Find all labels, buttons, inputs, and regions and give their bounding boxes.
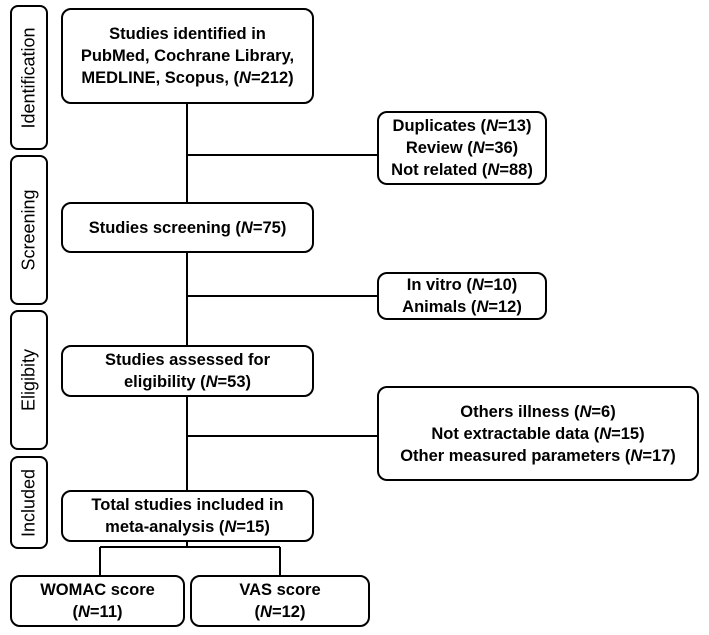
stage-screening-label: Screening: [18, 189, 39, 271]
excluded-not-related: Not related (N=88): [391, 161, 533, 179]
box-studies-eligibility: Studies assessed for eligibility (N=53): [61, 345, 314, 397]
box-studies-identified: Studies identified in PubMed, Cochrane L…: [61, 8, 314, 104]
vas-line-1: VAS score: [239, 581, 321, 599]
excluded-review: Review (N=36): [405, 139, 519, 157]
stage-screening: Screening: [10, 155, 48, 305]
excluded-duplicates: Duplicates (N=13): [392, 117, 532, 135]
excluded-not-extractable: Not extractable data (N=15): [431, 424, 645, 443]
stage-eligibility: Eligibity: [10, 310, 48, 450]
stage-eligibility-label: Eligibity: [18, 348, 39, 412]
identified-line-3: MEDLINE, Scopus, (N=212): [81, 69, 294, 87]
vas-line-2: (N=12): [254, 603, 306, 621]
eligibility-line-1: Studies assessed for: [104, 351, 271, 369]
stage-included: Included: [10, 456, 48, 549]
box-excluded-in-vitro: In vitro (N=10) Animals (N=12): [377, 272, 547, 320]
stage-included-label: Included: [18, 468, 39, 537]
box-excluded-other: Others illness (N=6) Not extractable dat…: [377, 386, 699, 481]
box-womac-score: WOMAC score (N=11): [10, 575, 185, 627]
box-studies-included: Total studies included in meta-analysis …: [61, 490, 314, 542]
excluded-others-illness: Others illness (N=6): [460, 402, 616, 421]
screening-line: Studies screening (N=75): [88, 218, 287, 237]
box-studies-screening: Studies screening (N=75): [61, 202, 314, 253]
identified-line-2: PubMed, Cochrane Library,: [80, 47, 295, 65]
excluded-in-vitro: In vitro (N=10): [406, 276, 518, 294]
identified-line-1: Studies identified in: [109, 25, 266, 43]
box-excluded-duplicates: Duplicates (N=13) Review (N=36) Not rela…: [377, 111, 547, 185]
included-line-1: Total studies included in: [91, 496, 284, 514]
womac-line-1: WOMAC score: [40, 581, 155, 599]
stage-identification-label: Identification: [18, 26, 39, 129]
stage-identification: Identification: [10, 5, 48, 150]
included-line-2: meta-analysis (N=15): [105, 518, 270, 536]
eligibility-line-2: eligibility (N=53): [124, 373, 251, 391]
box-vas-score: VAS score (N=12): [190, 575, 370, 627]
womac-line-2: (N=11): [72, 603, 123, 621]
excluded-animals: Animals (N=12): [402, 298, 522, 316]
excluded-other-measured: Other measured parameters (N=17): [400, 446, 676, 465]
